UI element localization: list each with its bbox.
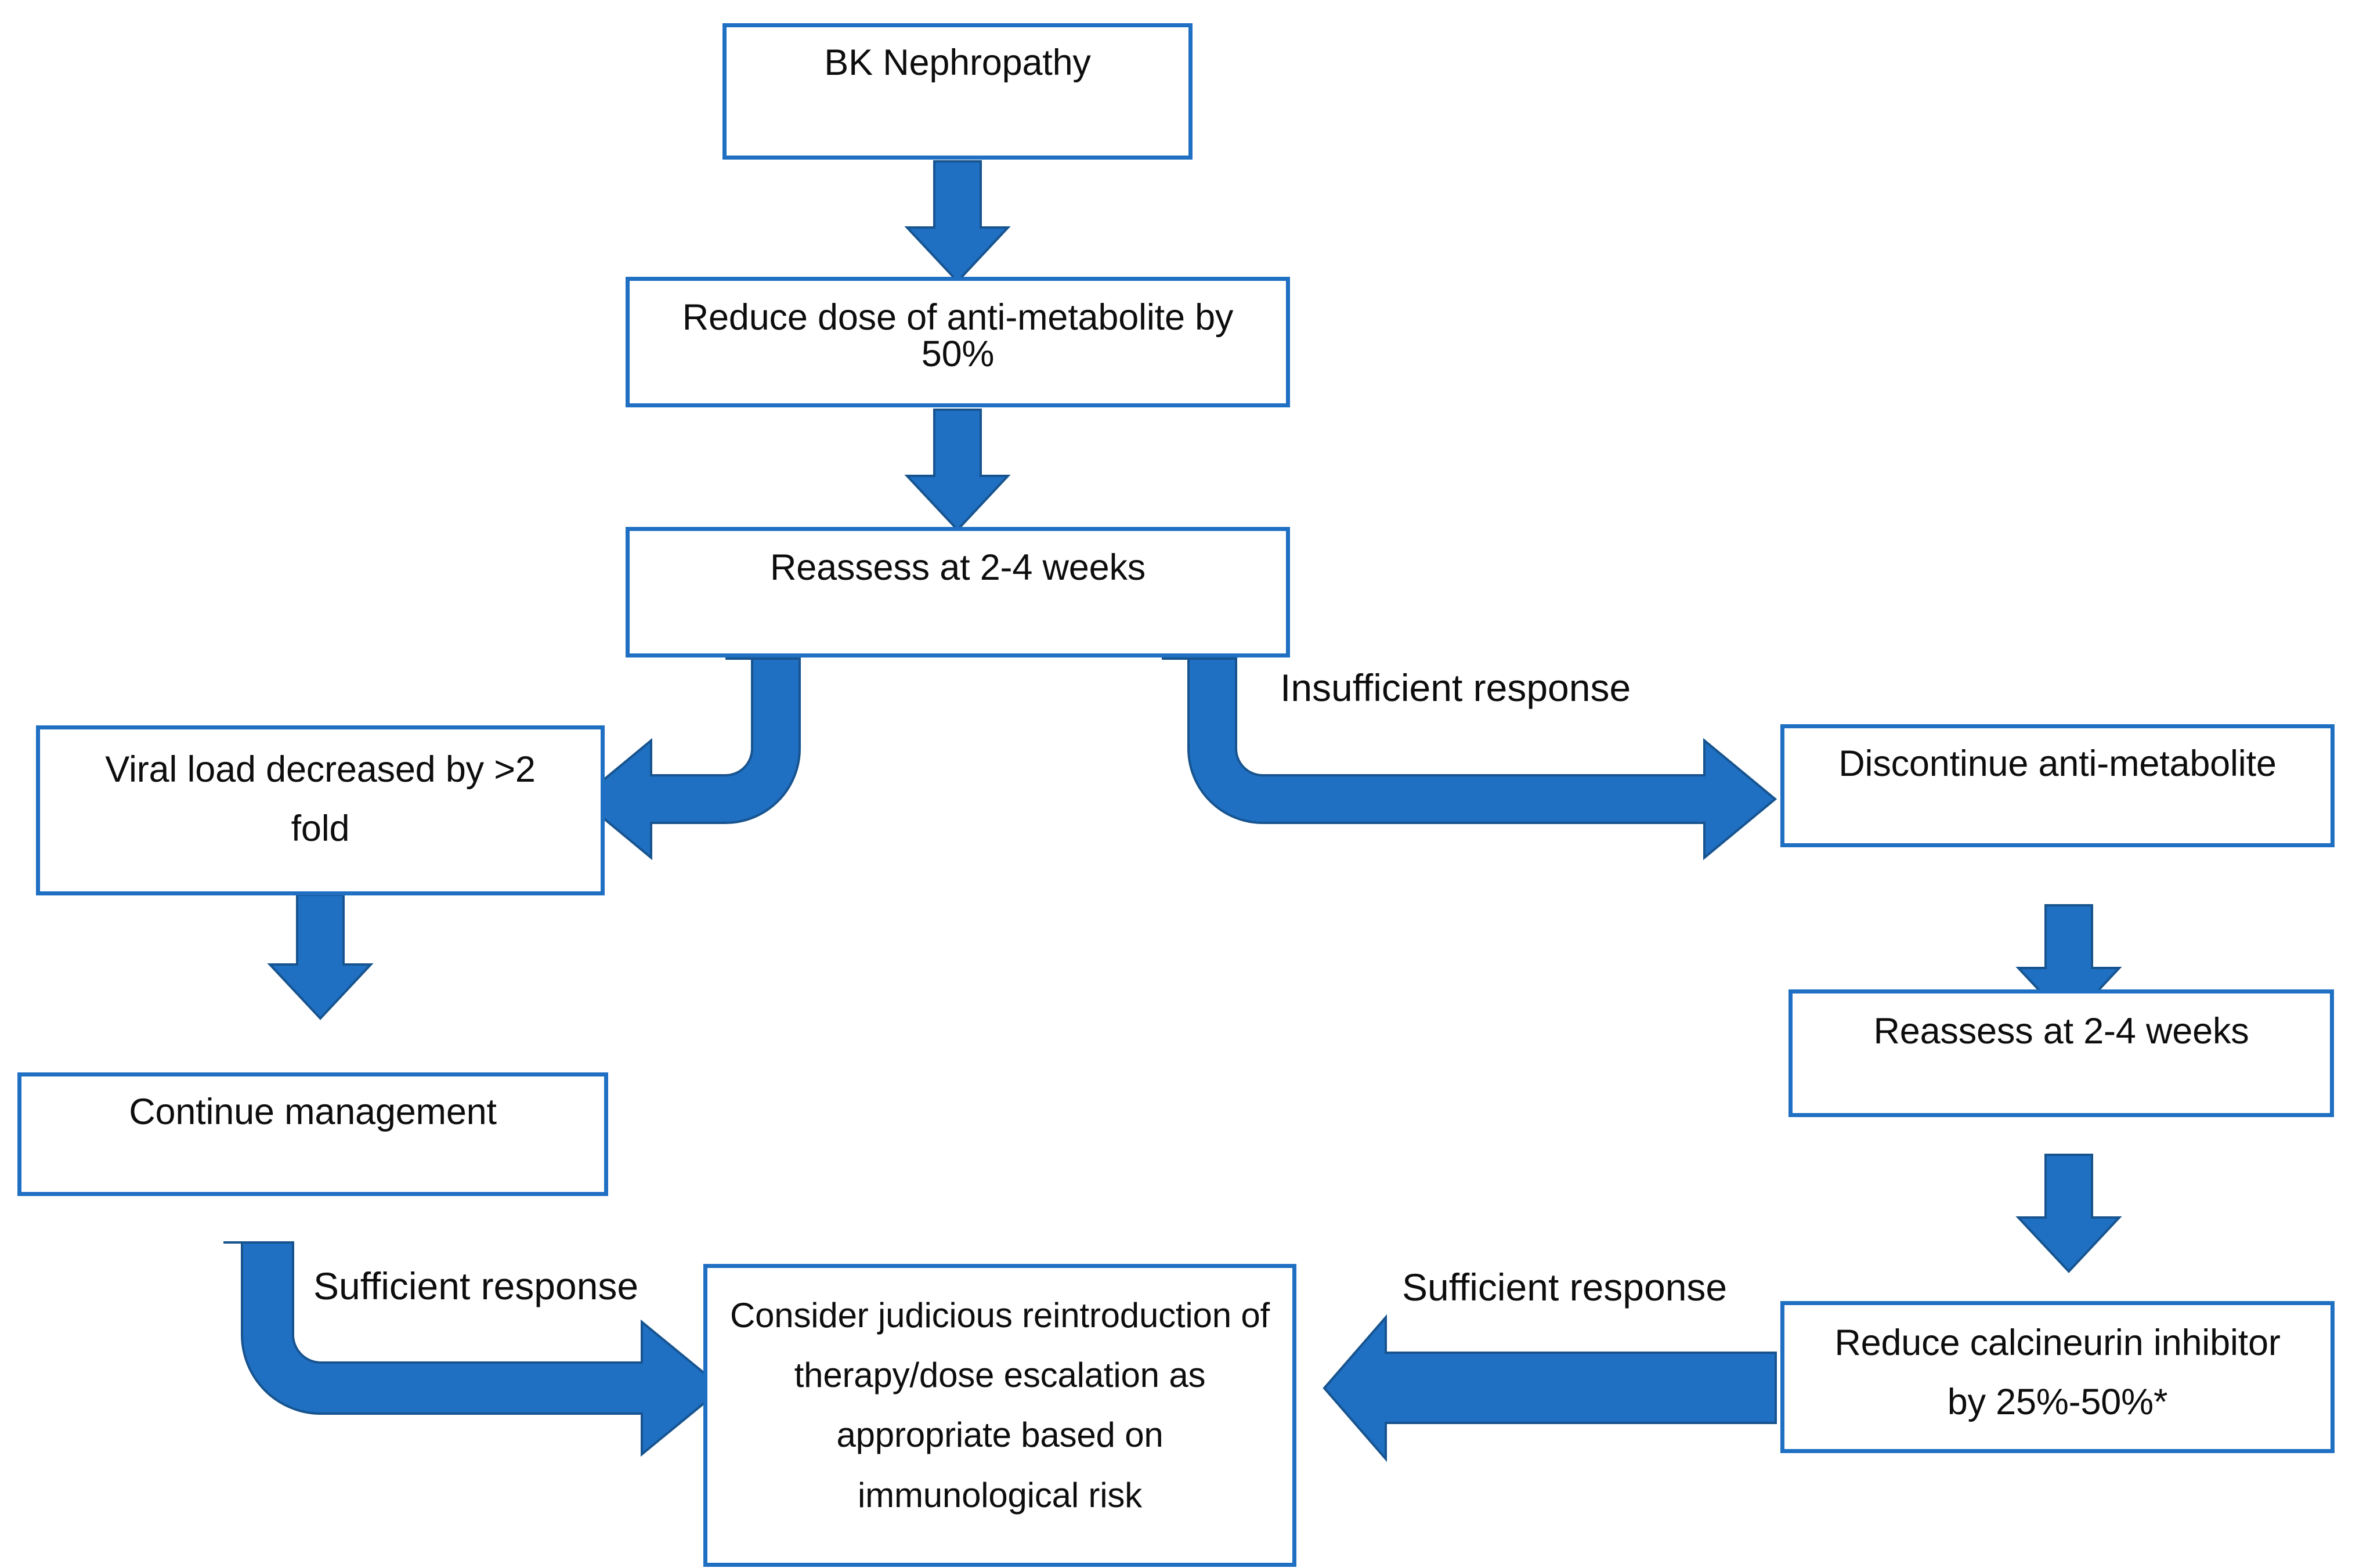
node-reduce-antimetabolite[interactable]: Reduce dose of anti-metabolite by 50% xyxy=(626,277,1290,407)
arrow-down-bk-to-reduce xyxy=(904,160,1011,283)
node-discontinue-antimetabolite-label: Discontinue anti-metabolite xyxy=(1838,743,2277,784)
node-bk-nephropathy-label: BK Nephropathy xyxy=(824,42,1091,83)
arrow-elbow-left-to-viralload xyxy=(578,657,801,861)
node-consider-reintroduction-label: Consider judicious reintroduction of the… xyxy=(730,1296,1270,1515)
node-continue-management[interactable]: Continue management xyxy=(17,1072,608,1196)
edge-label-sufficient-response-right: Sufficient response xyxy=(1402,1266,1728,1309)
arrow-left-reducecni-to-consider xyxy=(1323,1314,1777,1462)
node-reassess-right-label: Reassess at 2-4 weeks xyxy=(1873,1011,2249,1052)
node-reduce-cni-label: Reduce calcineurin inhibitor by 25%-50%* xyxy=(1834,1323,2281,1423)
arrow-down-reduce-to-reassess xyxy=(904,409,1011,532)
node-bk-nephropathy[interactable]: BK Nephropathy xyxy=(722,23,1193,160)
node-reduce-cni[interactable]: Reduce calcineurin inhibitor by 25%-50%* xyxy=(1780,1301,2335,1453)
arrow-down-viralload-to-continue xyxy=(267,894,374,1020)
node-viral-load[interactable]: Viral load decreased by >2 fold xyxy=(36,725,605,895)
edge-label-insufficient-response: Insufficient response xyxy=(1280,666,1631,709)
node-discontinue-antimetabolite[interactable]: Discontinue anti-metabolite xyxy=(1780,724,2335,847)
node-reassess-right[interactable]: Reassess at 2-4 weeks xyxy=(1788,989,2334,1117)
arrow-down-reassess-to-reducecni xyxy=(2015,1154,2122,1273)
node-reassess-left[interactable]: Reassess at 2-4 weeks xyxy=(626,527,1290,657)
node-reduce-antimetabolite-label: Reduce dose of anti-metabolite by 50% xyxy=(682,297,1234,374)
node-reassess-left-label: Reassess at 2-4 weeks xyxy=(769,547,1146,588)
node-consider-reintroduction[interactable]: Consider judicious reintroduction of the… xyxy=(703,1264,1296,1567)
node-continue-management-label: Continue management xyxy=(129,1092,497,1132)
node-viral-load-label: Viral load decreased by >2 fold xyxy=(105,749,536,850)
edge-label-sufficient-response-left: Sufficient response xyxy=(313,1264,639,1307)
